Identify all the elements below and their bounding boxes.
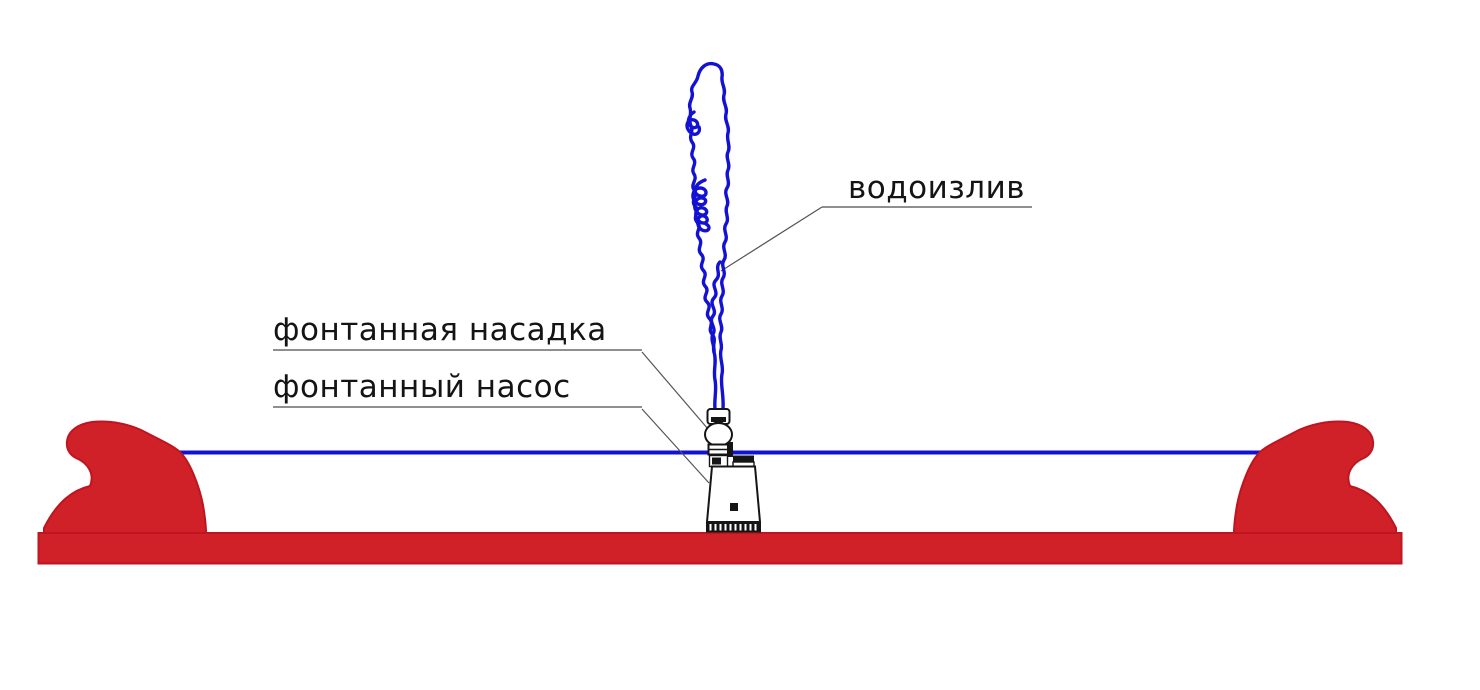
- water-jet-icon: [685, 61, 731, 411]
- water-jet-outline: [687, 61, 731, 411]
- pump-handle: [727, 442, 733, 457]
- leader-fountain-nozzle: [641, 351, 709, 430]
- pump-grille-slits: [709, 524, 757, 531]
- water-jet-inner-line: [709, 260, 722, 354]
- pump-intake-grille: [706, 522, 761, 533]
- pump-head-right-bar: [733, 455, 754, 462]
- label-fountain-pump: фонтанный насос: [273, 368, 642, 408]
- leader-fountain-pump: [641, 408, 710, 484]
- pump-logo-mark: [730, 503, 738, 511]
- leader-lines: [641, 206, 823, 484]
- water-jet-swirl-top: [685, 110, 702, 136]
- basin-right-wave-icon: [1232, 420, 1397, 534]
- fountain-pump-icon: [705, 442, 762, 533]
- basin-left-wave-icon: [43, 420, 208, 534]
- label-water-jet: водоизлив: [822, 170, 1032, 208]
- water-jet-swirl-middle: [691, 178, 711, 233]
- pump-body: [705, 465, 762, 523]
- basin-floor: [37, 532, 1403, 565]
- label-fountain-nozzle: фонтанная насадка: [273, 311, 642, 351]
- pump-head-left-block: [712, 457, 721, 465]
- nozzle-cap-band: [711, 417, 726, 422]
- leader-water-jet: [720, 206, 823, 272]
